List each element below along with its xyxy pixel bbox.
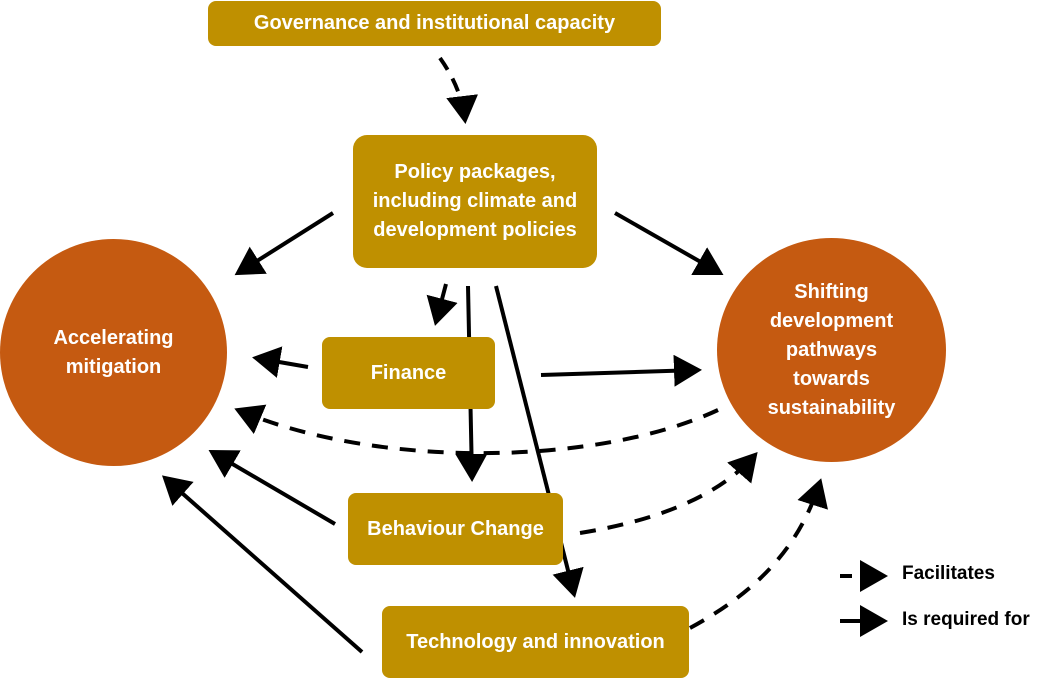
arrow-governance-to-policy <box>438 56 479 124</box>
arrow-technology-to-pathways <box>689 478 828 630</box>
legend-facilitates: Facilitates <box>902 563 995 584</box>
finance-box: Finance <box>322 337 495 409</box>
pathways-label: Shifting development pathways towards su… <box>767 280 896 419</box>
finance-label: Finance <box>370 361 447 384</box>
mitigation-circle: Accelerating mitigation <box>0 239 227 466</box>
arrow-finance-to-pathways <box>540 354 702 387</box>
governance-label: Governance and institutional capacity <box>253 12 616 34</box>
pathways-circle: Shifting development pathways towards su… <box>717 238 946 462</box>
arrow-policy-to-pathways <box>614 211 724 275</box>
arrow-technology-to-mitigation <box>162 475 364 654</box>
behaviour-box: Behaviour Change <box>348 493 563 565</box>
arrow-behaviour-to-mitigation <box>208 449 337 526</box>
arrow-finance-to-mitigation <box>252 346 309 378</box>
legend-required: Is required for <box>902 609 1030 630</box>
technology-label: Technology and innovation <box>406 630 665 653</box>
arrow-policy-to-finance <box>426 283 458 326</box>
arrow-pathways-to-mitigation <box>234 404 719 456</box>
policy-box: Policy packages, including climate and d… <box>353 135 597 268</box>
behaviour-label: Behaviour Change <box>367 517 544 540</box>
mitigation-label: Accelerating mitigation <box>53 326 174 378</box>
arrow-policy-to-mitigation <box>234 211 335 276</box>
policy-label: Policy packages, including climate and d… <box>372 161 578 241</box>
governance-box: Governance and institutional capacity <box>208 1 661 46</box>
arrow-behaviour-to-pathways <box>579 451 758 535</box>
technology-box: Technology and innovation <box>382 606 689 678</box>
